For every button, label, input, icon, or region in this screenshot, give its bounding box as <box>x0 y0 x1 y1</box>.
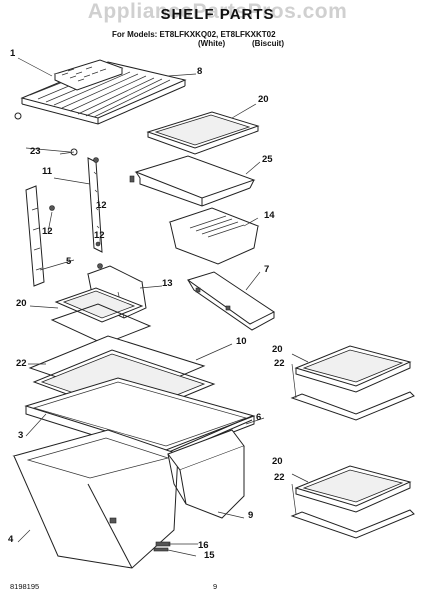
glass-shelf-20-top <box>146 111 260 155</box>
shelf-support-23 <box>14 112 78 156</box>
crisper-cover-bracket-7 <box>186 271 275 331</box>
callout-8: 8 <box>197 66 203 77</box>
pan-cover-25 <box>129 155 256 207</box>
callout-22-left: 22 <box>16 358 27 369</box>
footer-document-number: 8198195 <box>10 582 40 591</box>
callout-20-left: 20 <box>16 298 27 309</box>
glass-shelf-20-left <box>50 287 152 345</box>
callout-16: 16 <box>198 540 209 551</box>
callout-3: 3 <box>18 430 24 441</box>
callout-12-left: 12 <box>42 226 53 237</box>
crisper-drawer-9 <box>167 429 245 519</box>
glass-shelf-20-right-upper <box>290 345 415 421</box>
callout-1: 1 <box>10 48 16 59</box>
callout-22-right-lower: 22 <box>274 472 285 483</box>
deli-drawer-14 <box>168 207 260 265</box>
callout-20-right-upper: 20 <box>272 344 283 355</box>
rail-5 <box>25 185 45 287</box>
callout-4: 4 <box>8 534 14 545</box>
callout-12-lower: 12 <box>94 230 105 241</box>
leader-lines <box>17 57 309 557</box>
model-variant-white: (White) <box>198 39 226 48</box>
watermark: AppliancePartsPros.com <box>87 0 348 23</box>
callout-22-right-upper: 22 <box>274 358 285 369</box>
page-title: SHELF PARTS <box>160 6 275 23</box>
callout-23: 23 <box>30 146 41 157</box>
models-line: For Models: ET8LFKXKQ02, ET8LFKXKT02 <box>112 30 276 39</box>
model-variant-biscuit: (Biscuit) <box>252 39 284 48</box>
callout-15: 15 <box>204 550 215 561</box>
callout-7: 7 <box>264 264 270 275</box>
callout-11: 11 <box>42 166 53 177</box>
crisper-drawer-4 <box>12 429 180 569</box>
egg-tray-8 <box>53 59 124 91</box>
glass-shelf-20-right-lower <box>290 465 415 539</box>
callout-12-upper: 12 <box>96 200 107 211</box>
callout-14: 14 <box>264 210 275 221</box>
footer-page-number: 9 <box>213 582 218 591</box>
rail-11 <box>87 157 103 253</box>
callout-20-top: 20 <box>258 94 269 105</box>
callout-5: 5 <box>66 256 72 267</box>
callout-6: 6 <box>256 412 262 423</box>
callout-25: 25 <box>262 154 273 165</box>
callout-13: 13 <box>162 278 173 289</box>
callout-20-right-lower: 20 <box>272 456 283 467</box>
screws-12 <box>49 205 103 269</box>
callout-9: 9 <box>248 510 254 521</box>
callout-10: 10 <box>236 336 247 347</box>
